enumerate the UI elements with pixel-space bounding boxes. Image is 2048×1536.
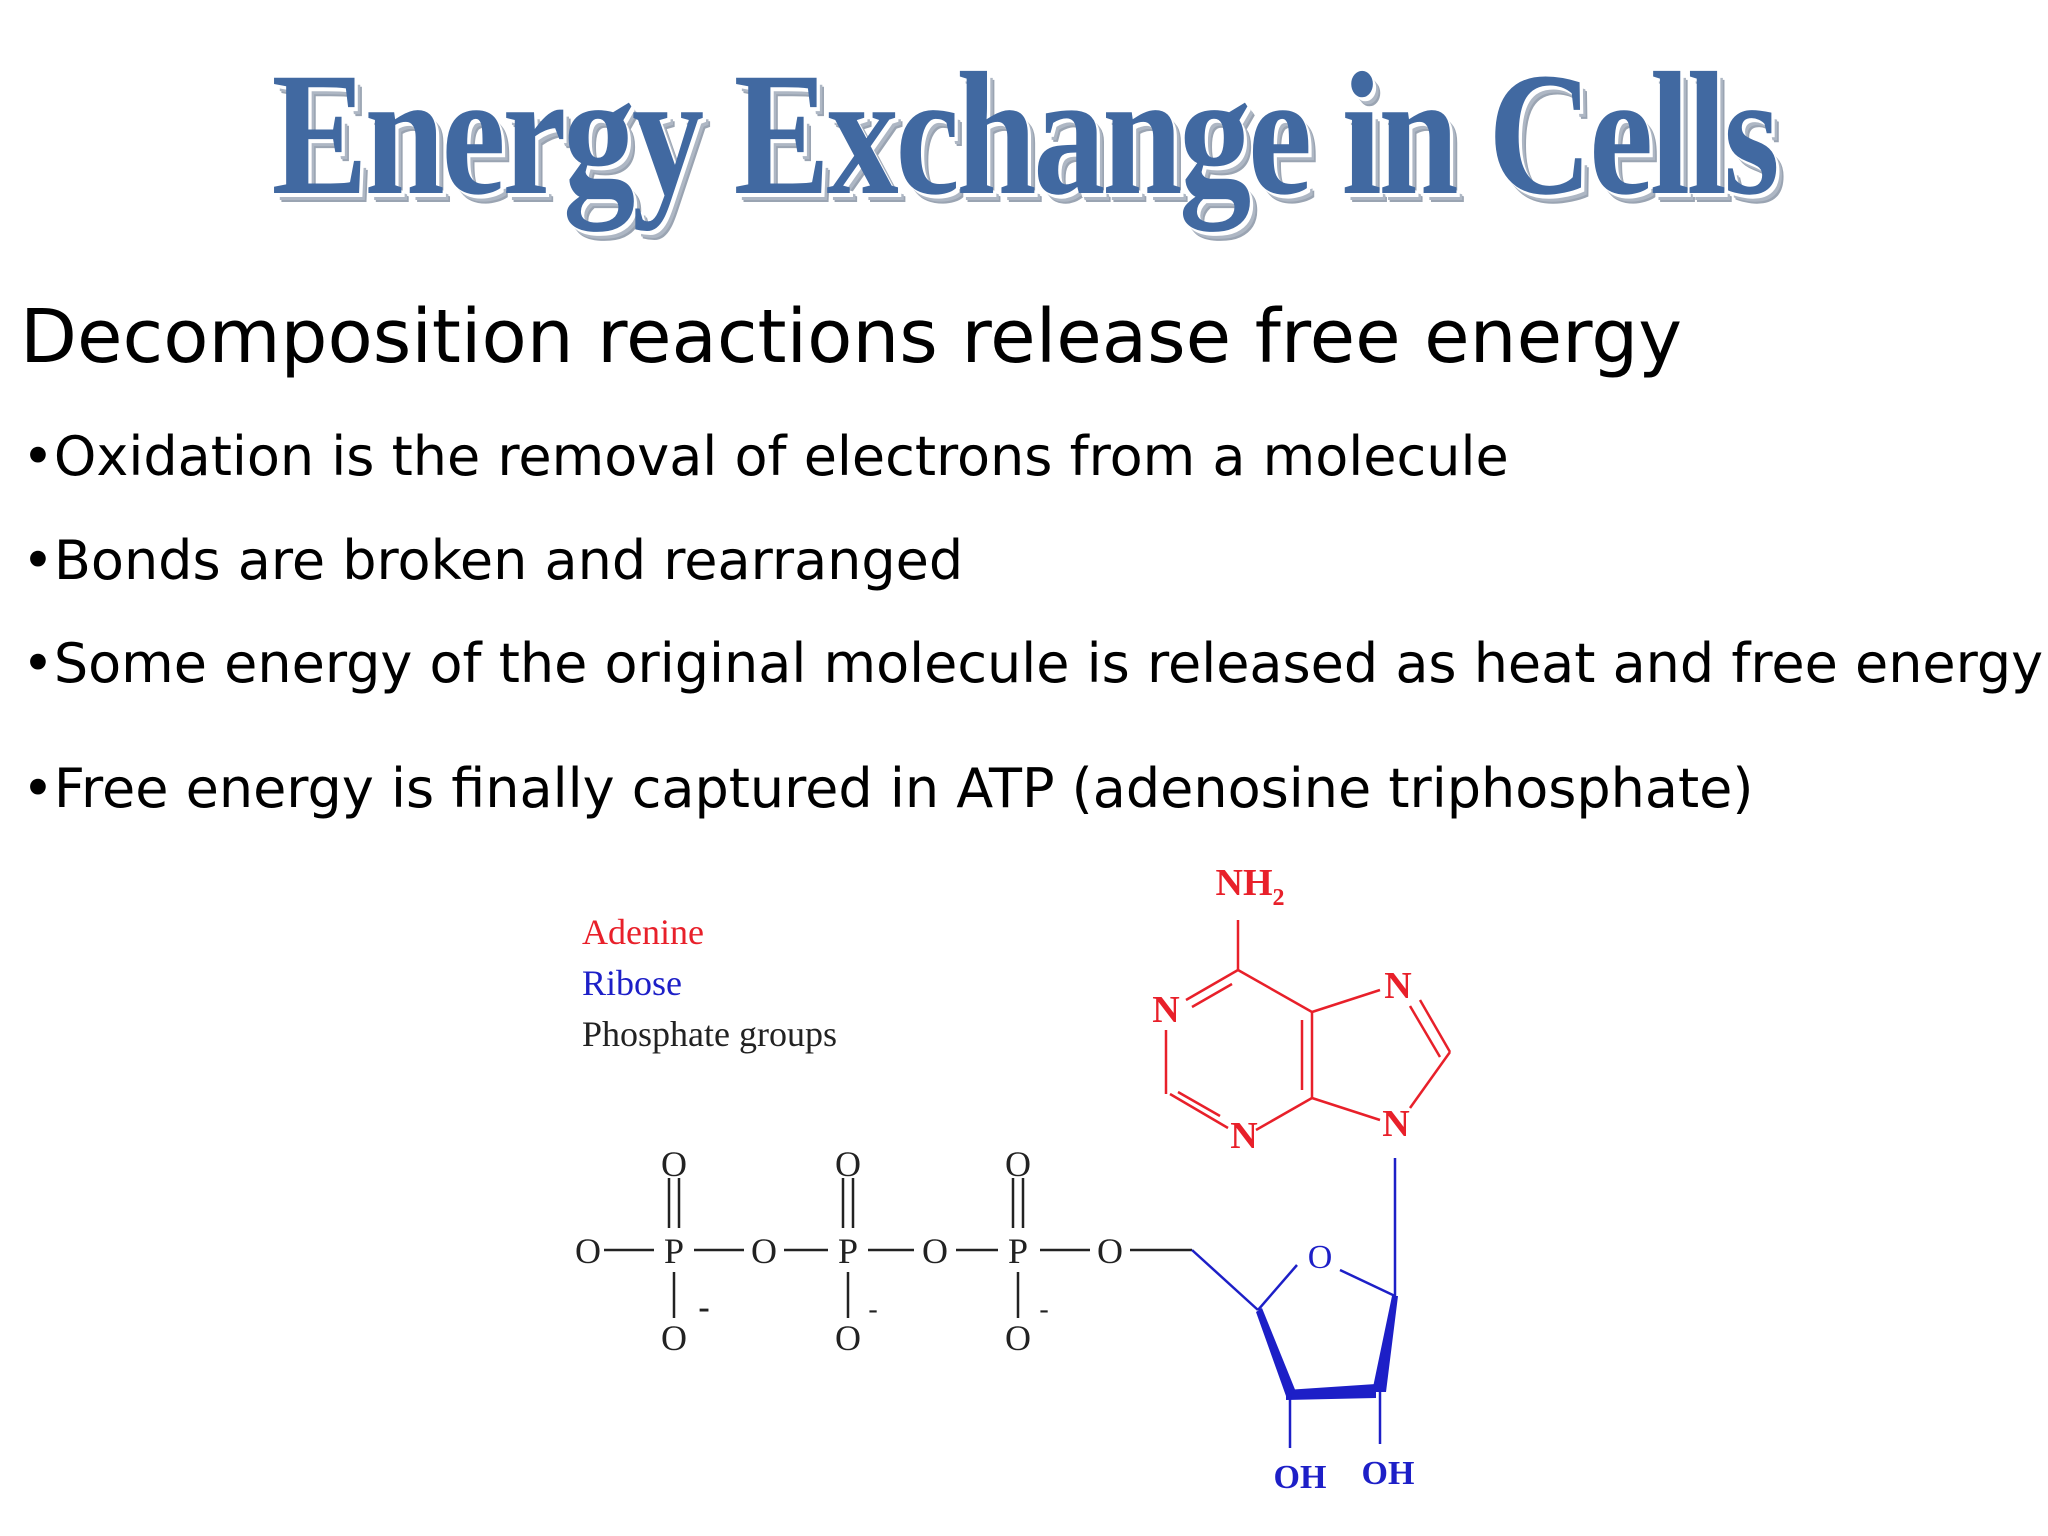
atom-o: O	[751, 1231, 777, 1271]
slide-subtitle: Decomposition reactions release free ene…	[20, 294, 1683, 380]
phosphate-groups	[604, 1178, 1192, 1318]
bullet-text: Bonds are broken and rearranged	[53, 529, 964, 592]
ribose-ring	[1191, 1158, 1398, 1448]
hydroxyl-label: OH	[1362, 1455, 1415, 1492]
bullet-text: Some energy of the original molecule is …	[53, 632, 2044, 695]
ribose-atoms: O OH OH	[1274, 1239, 1415, 1496]
atom-o: O	[661, 1144, 687, 1184]
bullet-item: •Some energy of the original molecule is…	[22, 631, 2043, 697]
charge-minus: -	[698, 1289, 709, 1326]
atom-p: P	[1008, 1231, 1028, 1271]
adenine-atoms: NH2 N N N N	[1152, 862, 1411, 1157]
hydroxyl-label: OH	[1274, 1459, 1327, 1496]
adenine-rings	[1164, 920, 1452, 1132]
atom-p: P	[838, 1231, 858, 1271]
atom-o: O	[661, 1318, 687, 1358]
amino-group-label: NH2	[1216, 862, 1285, 911]
atom-n: N	[1152, 989, 1179, 1031]
bullet-dot: •	[22, 529, 54, 592]
atom-n: N	[1384, 965, 1411, 1007]
atom-o: O	[835, 1144, 861, 1184]
legend-adenine: Adenine	[582, 912, 704, 952]
atom-o: O	[922, 1231, 948, 1271]
bullet-item: •Free energy is finally captured in ATP …	[22, 756, 1753, 822]
atom-o: O	[1097, 1231, 1123, 1271]
bullet-item: •Oxidation is the removal of electrons f…	[22, 424, 1509, 490]
bullet-item: •Bonds are broken and rearranged	[22, 528, 963, 594]
bullet-dot: •	[22, 632, 54, 695]
atom-o: O	[575, 1231, 601, 1271]
atom-o: O	[1005, 1144, 1031, 1184]
charge-minus: -	[1039, 1294, 1048, 1325]
bullet-dot: •	[22, 425, 54, 488]
atom-o: O	[1005, 1318, 1031, 1358]
bullet-text: Oxidation is the removal of electrons fr…	[53, 425, 1509, 488]
atom-n: N	[1382, 1103, 1409, 1145]
slide-title: Energy Exchange in Cells	[271, 37, 1780, 232]
atom-n: N	[1230, 1115, 1257, 1157]
atom-o: O	[835, 1318, 861, 1358]
bullet-text: Free energy is finally captured in ATP (…	[53, 757, 1754, 820]
bullet-dot: •	[22, 757, 54, 820]
atom-o: O	[1308, 1239, 1333, 1276]
atom-p: P	[664, 1231, 684, 1271]
phosphate-atoms: O P O P O P O O O O O O O - - -	[575, 1144, 1123, 1358]
charge-minus: -	[868, 1294, 877, 1325]
legend-ribose: Ribose	[582, 963, 683, 1003]
legend-phosphate: Phosphate groups	[582, 1014, 837, 1054]
